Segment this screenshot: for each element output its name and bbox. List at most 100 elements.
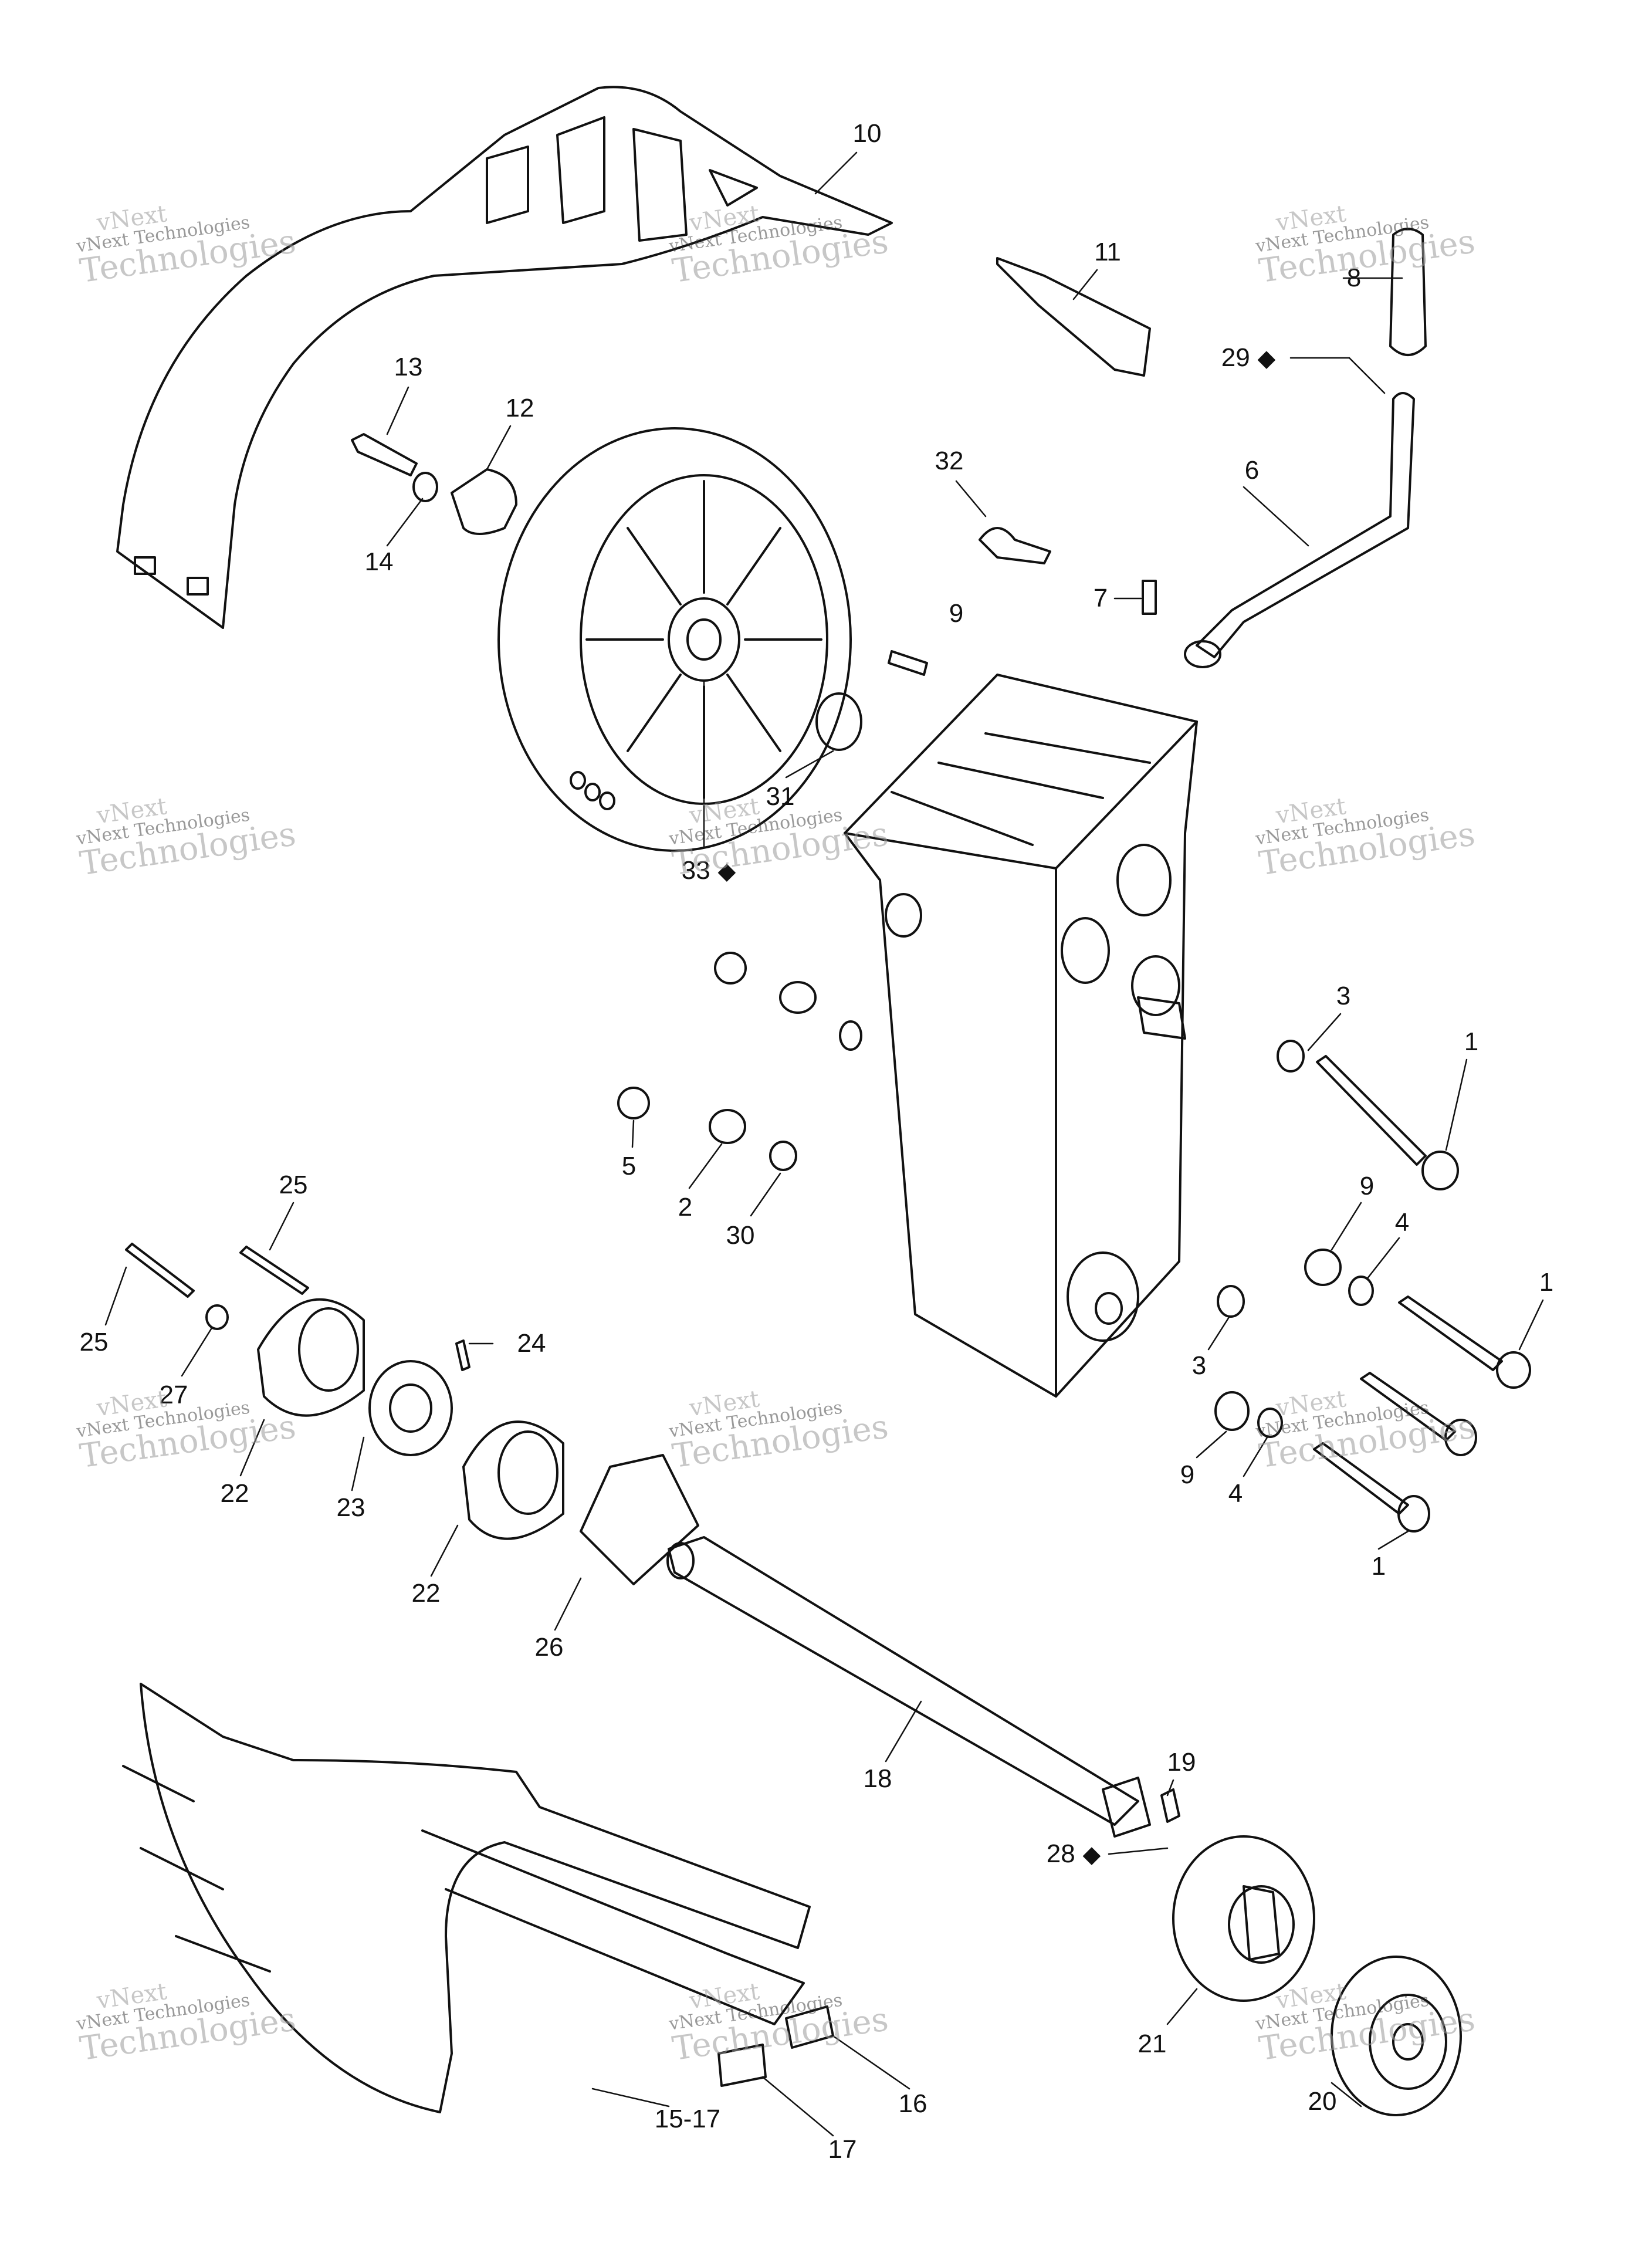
callout-c16: 16 (899, 2091, 927, 2117)
callout-number: 8 (1346, 263, 1362, 292)
callout-number: 31 (766, 782, 795, 811)
callout-c5: 5 (622, 1153, 636, 1179)
callout-c32: 32 (935, 448, 964, 474)
callout-c4a: 4 (1395, 1210, 1409, 1236)
bolt-washer-spacer-12-13-14 (351, 433, 517, 535)
callout-number: 24 (517, 1329, 546, 1358)
callout-number: 22 (411, 1579, 441, 1608)
callout-c6: 6 (1245, 458, 1259, 483)
callout-number: 33 (681, 856, 710, 885)
callout-number: 3 (1336, 982, 1351, 1010)
callout-c24: 24 (517, 1331, 546, 1356)
drive-axle-part-18 (666, 1536, 1180, 1838)
callout-number: 10 (852, 119, 882, 148)
ring-part-31 (815, 692, 862, 751)
callout-number: 3 (1191, 1351, 1207, 1380)
chaincase-housing (844, 674, 1198, 1398)
sprocket-part-20 (1331, 1956, 1462, 2116)
callout-c9c: 9 (1180, 1462, 1194, 1488)
callout-c1c: 1 (1372, 1554, 1386, 1579)
callout-c10: 10 (853, 121, 882, 147)
drive-pulley (497, 427, 852, 852)
leader-lines (104, 151, 1544, 2137)
lubricant-drop-icon: ◆ (1075, 1841, 1101, 1868)
callout-c9b: 9 (1360, 1173, 1374, 1199)
callout-number: 32 (935, 446, 964, 475)
clamp-part-32 (979, 527, 1051, 564)
callout-c2: 2 (678, 1195, 692, 1220)
callout-number: 17 (828, 2135, 857, 2164)
callout-c25a: 25 (279, 1172, 308, 1198)
callout-number: 16 (898, 2089, 927, 2118)
clip-part-17 (717, 2044, 767, 2087)
callout-c3a: 3 (1336, 983, 1350, 1009)
callout-c9a: 9 (949, 601, 963, 627)
callout-number: 25 (279, 1171, 308, 1199)
callout-number: 30 (726, 1221, 755, 1250)
callout-c20: 20 (1308, 2089, 1337, 2115)
callout-number: 7 (1093, 584, 1108, 613)
callout-number: 27 (159, 1381, 188, 1409)
callout-c22b: 22 (412, 1581, 441, 1606)
callout-c27: 27 (160, 1382, 188, 1408)
callout-number: 19 (1167, 1748, 1196, 1777)
callout-number: 4 (1228, 1479, 1243, 1508)
callout-number: 9 (1180, 1460, 1195, 1489)
callout-number: 21 (1138, 2029, 1167, 2058)
clip-part-16 (785, 2005, 834, 2049)
callout-c12: 12 (506, 395, 534, 421)
bolts-washers-right (1214, 1040, 1531, 1533)
sprocket-part-21 (1172, 1835, 1315, 2002)
callout-number: 1 (1464, 1027, 1479, 1056)
callout-number: 20 (1308, 2087, 1337, 2116)
callout-number: 4 (1394, 1208, 1410, 1237)
callout-number: 25 (79, 1328, 109, 1356)
callout-number: 11 (1094, 238, 1121, 266)
callout-c26: 26 (535, 1635, 564, 1660)
key-part-9 (888, 650, 928, 676)
callout-c29: 29 ◆ (1221, 345, 1275, 371)
callout-number: 13 (394, 353, 423, 381)
callout-c21: 21 (1138, 2031, 1167, 2057)
callout-c23: 23 (337, 1495, 365, 1521)
track-part-15 (122, 1683, 811, 2113)
shift-lever-parts-6-8 (1184, 228, 1427, 668)
callout-c11: 11 (1094, 239, 1121, 265)
callout-number: 26 (534, 1633, 564, 1662)
callout-number: 14 (364, 547, 394, 576)
callout-number: 1 (1539, 1268, 1554, 1297)
callout-number: 15-17 (654, 2105, 721, 2133)
callout-c1b: 1 (1539, 1270, 1553, 1295)
callout-c31: 31 (766, 784, 795, 810)
nuts-washers-left (617, 952, 862, 1171)
callout-number: 1 (1371, 1552, 1386, 1581)
callout-number: 22 (220, 1479, 249, 1508)
callout-c19: 19 (1167, 1750, 1196, 1775)
callout-c13: 13 (394, 354, 423, 380)
guard-part-10 (116, 86, 893, 629)
callout-c17: 17 (828, 2137, 857, 2163)
callout-c18: 18 (864, 1766, 892, 1792)
callout-c8: 8 (1347, 265, 1361, 291)
callout-number: 18 (863, 1764, 892, 1793)
callout-c7: 7 (1094, 586, 1108, 611)
callout-c14: 14 (365, 549, 394, 575)
callout-number: 9 (1359, 1172, 1375, 1200)
bearing-assembly-22-27 (125, 1243, 699, 1585)
callout-c3b: 3 (1192, 1353, 1206, 1379)
lubricant-drop-icon: ◆ (1250, 345, 1276, 372)
callout-number: 6 (1244, 456, 1260, 485)
callout-c28: 28 ◆ (1047, 1841, 1101, 1867)
callout-number: 12 (505, 394, 534, 422)
lubricant-drop-icon: ◆ (710, 858, 736, 885)
callout-c22a: 22 (221, 1481, 249, 1507)
callout-c4b: 4 (1228, 1481, 1243, 1507)
pin-part-7 (1142, 580, 1157, 615)
bracket-part-11 (996, 257, 1151, 377)
callout-number: 5 (621, 1152, 637, 1180)
callout-number: 9 (949, 599, 964, 628)
callout-number: 2 (678, 1193, 693, 1222)
callout-number: 23 (336, 1493, 365, 1522)
